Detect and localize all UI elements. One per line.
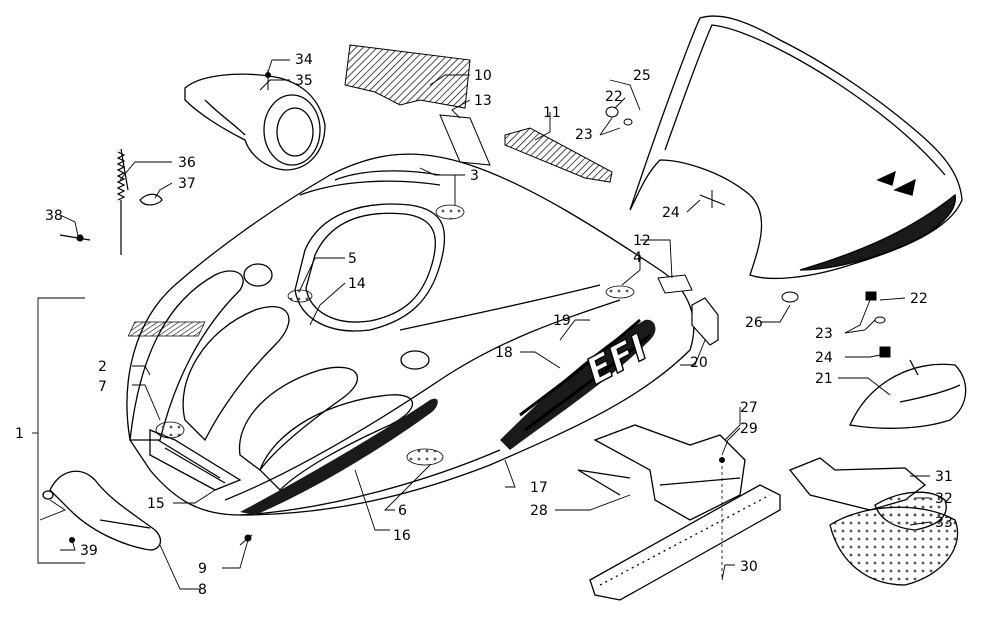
callout-20: 20 [690,355,708,371]
hood-upper-ridge [299,170,441,196]
decal-16-stripe [240,398,438,515]
callout-7: 7 [98,379,107,395]
hood-lower-edge [239,449,501,516]
callout-30: 30 [740,559,758,575]
callout-24b: 24 [815,350,833,366]
hood-assembly [126,153,695,516]
callout-12: 12 [633,233,651,249]
hood-left-vent-2 [238,366,359,471]
callout-19: 19 [553,313,571,329]
decal-13 [439,114,491,166]
hood-windshield-inner [305,212,436,323]
callout-37: 37 [178,176,196,192]
footrest-33 [829,506,959,586]
callout-14: 14 [348,276,366,292]
callout-34: 34 [295,52,313,68]
callout-28: 28 [530,503,548,519]
callout-3: 3 [470,168,479,184]
decal-12 [657,274,693,294]
callout-35: 35 [295,73,313,89]
callout-13: 13 [474,93,492,109]
callout-32: 32 [935,491,953,507]
hood-headlight-left [243,263,273,287]
windshield-decal-26 [799,193,956,271]
shroud-shading [204,99,246,136]
callout-8: 8 [198,582,207,598]
callout-39: 39 [80,543,98,559]
decal-14 [127,321,206,337]
shroud-opening-inner [276,107,314,157]
callout-11: 11 [543,105,561,121]
hood-grille-slats [157,439,226,484]
callout-27: 27 [740,400,758,416]
hairpin-37 [139,193,163,206]
callout-18: 18 [495,345,513,361]
hood-decals: EFI [127,204,656,515]
callout-24a: 24 [662,205,680,221]
headlight-shroud [184,73,326,171]
callout-5: 5 [348,251,357,267]
screw-38 [76,234,84,242]
belly-pan-27 [577,424,746,521]
callout-26: 26 [745,315,763,331]
windshield-outline [629,15,963,280]
vent-decal-11 [504,127,613,183]
callout-9: 9 [198,561,207,577]
side-panel-21 [849,359,967,429]
callout-23a: 23 [575,127,593,143]
callout-1: 1 [15,426,24,442]
windshield-arrow-decal-2 [876,170,896,186]
decal-3-badge [435,204,465,220]
decal-5-badge [287,289,313,303]
callout-2: 2 [98,359,107,375]
callout-29: 29 [740,421,758,437]
callout-23b: 23 [815,326,833,342]
screw-34 [265,70,271,90]
callout-22a: 22 [605,89,623,105]
decal-6-badge [406,448,444,466]
leader-lines [32,59,931,590]
screw-29 [719,457,725,580]
hood-center-line [399,284,601,331]
callout-16: 16 [393,528,411,544]
callout-6: 6 [398,503,407,519]
windshield-arrow-decal [893,178,916,196]
decal-4-badge [605,285,635,299]
callout-21: 21 [815,371,833,387]
decal-7-badge [155,421,185,439]
vent-decal-10 [344,44,471,109]
panel-hardware-22-23-24 [605,106,891,358]
callout-25: 25 [633,68,651,84]
callout-22b: 22 [910,291,928,307]
callout-38: 38 [45,208,63,224]
callout-17: 17 [530,480,548,496]
decal-20 [691,297,719,346]
spring-coil [116,151,126,201]
hood-windshield-opening [294,203,446,332]
callout-36: 36 [178,155,196,171]
hood-outline [126,153,695,516]
hood-left-vent-3 [259,394,413,491]
callout-15: 15 [147,496,165,512]
hood-left-nose [129,270,244,441]
windshield-inner-edge [664,24,946,176]
callout-10: 10 [474,68,492,84]
callout-4: 4 [633,250,642,266]
screw-9 [239,534,253,546]
hood-mid-contour [224,299,621,501]
callouts: 1 2 7 15 9 8 39 34 35 36 37 38 5 14 6 16… [15,52,953,598]
hood-spring [59,148,163,255]
callout-33: 33 [935,515,953,531]
skid-plate-30 [589,484,781,601]
decal-17-graphic [500,319,656,450]
windshield [629,15,963,280]
decal-18-graphic [519,318,651,432]
hood-headlight-right [400,350,430,370]
callout-31: 31 [935,469,953,485]
hood-left-vent-1 [182,305,290,442]
bumper-8 [42,470,162,551]
